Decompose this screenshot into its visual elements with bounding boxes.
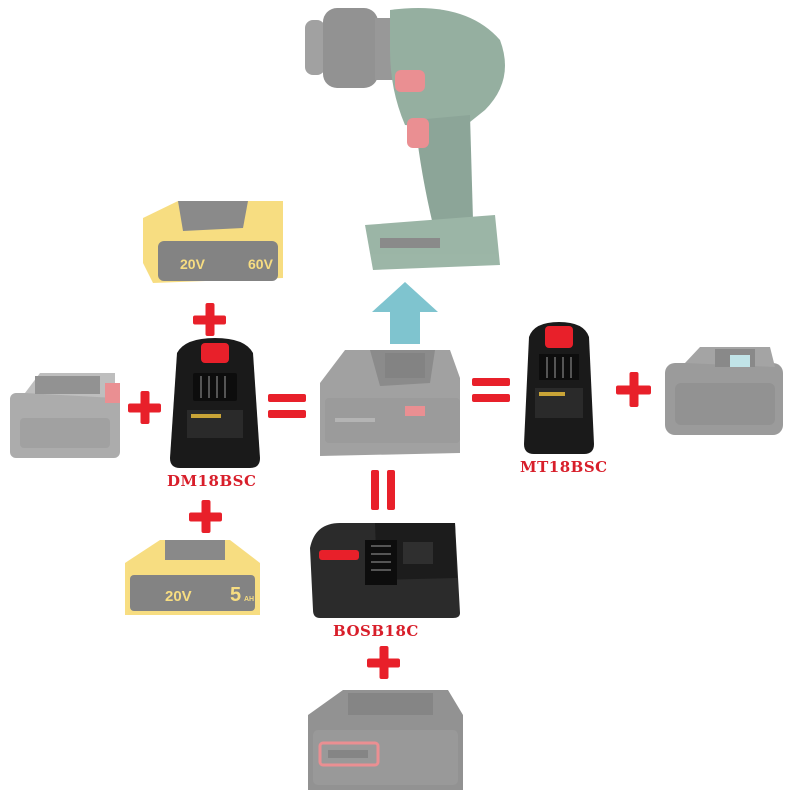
drill-tool-image xyxy=(305,8,505,270)
plus-icon xyxy=(189,500,222,533)
dewalt-ah-text: 5 xyxy=(230,584,241,606)
dm18bsc-label: DM18BSC xyxy=(167,472,257,490)
dewalt-voltage-text: 20V xyxy=(165,588,192,605)
left-battery-image xyxy=(10,373,120,458)
bosb18c-adapter-image xyxy=(310,523,460,618)
right-battery-image xyxy=(665,347,783,435)
flexvolt-max-text: 60V xyxy=(248,256,274,272)
plus-icon xyxy=(616,372,651,407)
mt18bsc-label: MT18BSC xyxy=(520,458,608,476)
flexvolt-voltage-text: 20V xyxy=(180,256,206,272)
equals-icon xyxy=(472,378,510,402)
plus-icon xyxy=(367,646,400,679)
up-arrow-icon xyxy=(372,282,438,344)
plus-icon xyxy=(128,391,161,424)
dewalt-5ah-battery-image: 20V 5 AH xyxy=(125,540,260,615)
equals-icon xyxy=(268,394,306,418)
center-battery-image xyxy=(320,350,460,456)
mt18bsc-adapter-image xyxy=(524,322,594,454)
dm18bsc-adapter-image xyxy=(170,338,260,468)
equals-icon xyxy=(371,470,395,510)
bosb18c-label: BOSB18C xyxy=(333,622,419,640)
dewalt-ah-unit-text: AH xyxy=(244,596,254,603)
plus-icon xyxy=(193,303,226,336)
flexvolt-battery-image: 20V 60V xyxy=(143,201,283,283)
bosch-battery-image xyxy=(308,690,463,790)
